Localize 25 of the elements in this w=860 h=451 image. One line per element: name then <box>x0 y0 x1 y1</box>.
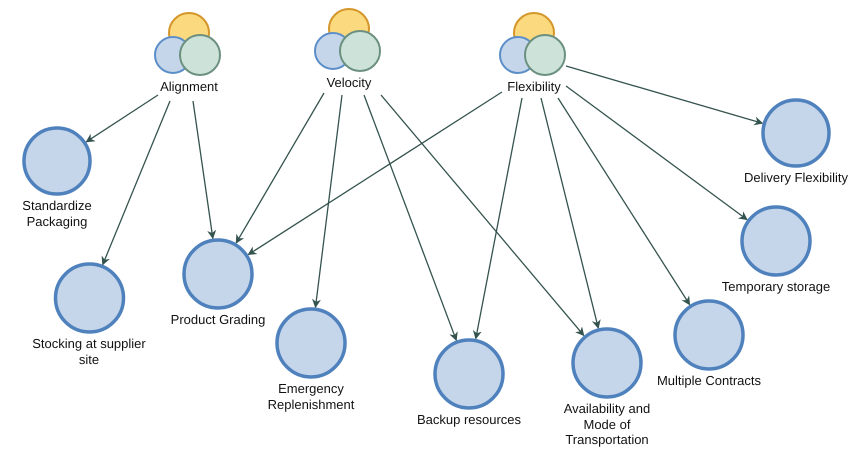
arrow <box>566 65 764 126</box>
arrow <box>566 85 748 220</box>
node-label: Emergency Replenishment <box>266 381 356 412</box>
node-label: Product Grading <box>170 312 266 328</box>
node-label: Multiple Contracts <box>656 373 762 389</box>
node-label: Alignment <box>160 79 218 95</box>
arrow <box>557 98 690 306</box>
arrow <box>472 98 523 340</box>
node-label: Temporary storage <box>722 279 830 295</box>
arrow <box>248 91 502 256</box>
arrow <box>540 98 601 329</box>
arrow <box>363 94 458 342</box>
node-label: Backup resources <box>416 412 522 428</box>
arrow <box>86 94 158 142</box>
arrow <box>236 92 325 244</box>
arrow <box>192 100 216 240</box>
arrow <box>312 94 343 308</box>
arrow <box>380 94 584 336</box>
node-label: Flexibility <box>507 79 561 95</box>
node-label: Delivery Flexibility <box>744 170 848 186</box>
node-label: Availability and Mode of Transportation <box>562 401 652 448</box>
node-label: Standardize Packaging <box>21 198 93 230</box>
node-label: Stocking at supplier site <box>31 336 147 368</box>
arrow <box>102 100 171 266</box>
node-label: Velocity <box>326 75 372 91</box>
